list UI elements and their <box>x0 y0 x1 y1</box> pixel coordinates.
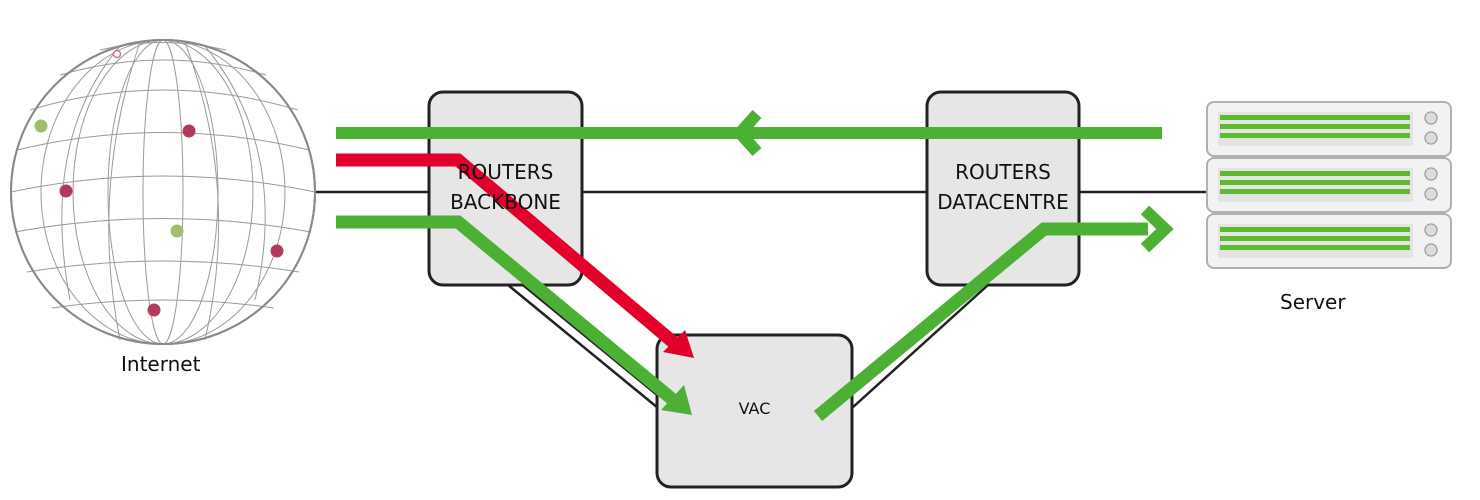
server-rack-icon <box>1206 101 1452 269</box>
server-unit-1 <box>1206 101 1452 157</box>
attack-traffic-arrow <box>336 153 694 358</box>
traffic-flows <box>336 109 1174 422</box>
vac-box <box>655 333 854 489</box>
internet-caption: Internet <box>121 352 201 376</box>
globe-icon <box>10 39 316 345</box>
vac-label: VAC <box>738 399 771 418</box>
datacentre-router-label-line1: ROUTERS <box>955 160 1051 184</box>
datacentre-router-label: ROUTERS DATACENTRE <box>920 157 1086 217</box>
cleaned-traffic-arrow <box>813 205 1174 422</box>
backbone-to-vac-link <box>507 284 674 409</box>
legit-inbound-traffic-arrow <box>336 215 692 415</box>
server-caption: Server <box>1280 290 1346 314</box>
backbone-router-label: ROUTERS BACKBONE <box>429 157 582 217</box>
backbone-router-label-line1: ROUTERS <box>457 160 554 184</box>
return-traffic-arrow <box>336 109 1162 157</box>
globe-dots <box>34 49 284 317</box>
vac-to-datacentre-link <box>851 284 989 409</box>
datacentre-router-label-line2: DATACENTRE <box>937 190 1069 214</box>
server-unit-3 <box>1206 213 1452 269</box>
server-unit-2 <box>1206 157 1452 213</box>
backbone-router-label-line2: BACKBONE <box>450 190 561 214</box>
